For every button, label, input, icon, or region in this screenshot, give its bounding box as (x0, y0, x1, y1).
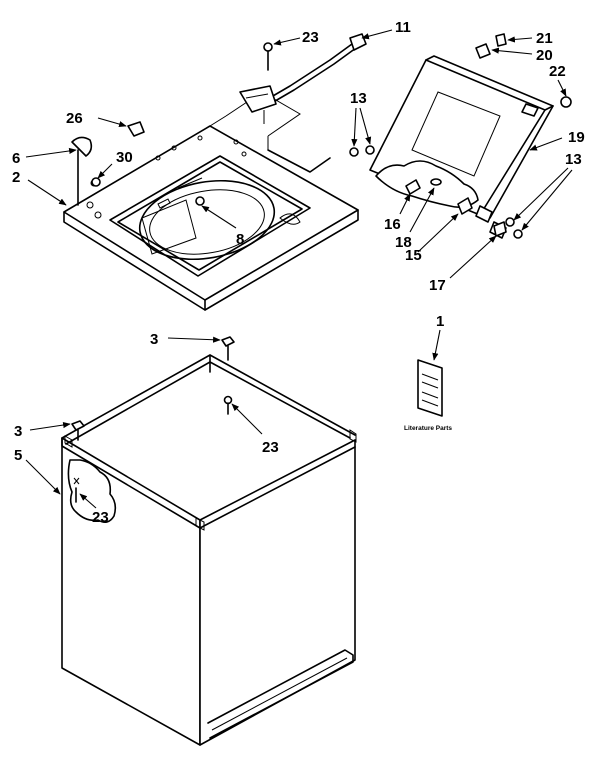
callout-22: 22 (549, 63, 566, 80)
callout-3-left: 3 (14, 423, 22, 440)
small-parts (71, 33, 572, 503)
callout-13-mid: 13 (350, 90, 367, 107)
callout-21: 21 (536, 30, 553, 47)
callout-numbers: 23 11 21 20 22 13 26 6 30 2 8 19 13 16 1… (12, 19, 585, 526)
callout-2: 2 (12, 169, 20, 186)
top-panel (63, 91, 359, 311)
callout-8: 8 (236, 231, 244, 248)
callout-13-right: 13 (565, 151, 582, 168)
callout-3-mid: 3 (150, 331, 158, 348)
callout-11: 11 (395, 19, 411, 36)
literature-parts-label: Literature Parts (404, 425, 452, 432)
lid (369, 55, 554, 239)
callout-30: 30 (116, 149, 133, 166)
leader-lines (25, 29, 573, 509)
callout-18: 18 (395, 234, 412, 251)
callout-15: 15 (405, 247, 422, 264)
callout-19: 19 (568, 129, 585, 146)
literature-parts: Literature Parts (404, 359, 452, 432)
callout-1: 1 (436, 313, 444, 330)
callout-23-mid: 23 (262, 439, 279, 456)
callout-23-top: 23 (302, 29, 319, 46)
callout-23-left: 23 (92, 509, 109, 526)
callout-6: 6 (12, 150, 20, 167)
callout-17: 17 (429, 277, 446, 294)
callout-5: 5 (14, 447, 22, 464)
callout-26: 26 (66, 110, 83, 127)
callout-16: 16 (384, 216, 401, 233)
cabinet (61, 354, 357, 746)
callout-20: 20 (536, 47, 553, 64)
